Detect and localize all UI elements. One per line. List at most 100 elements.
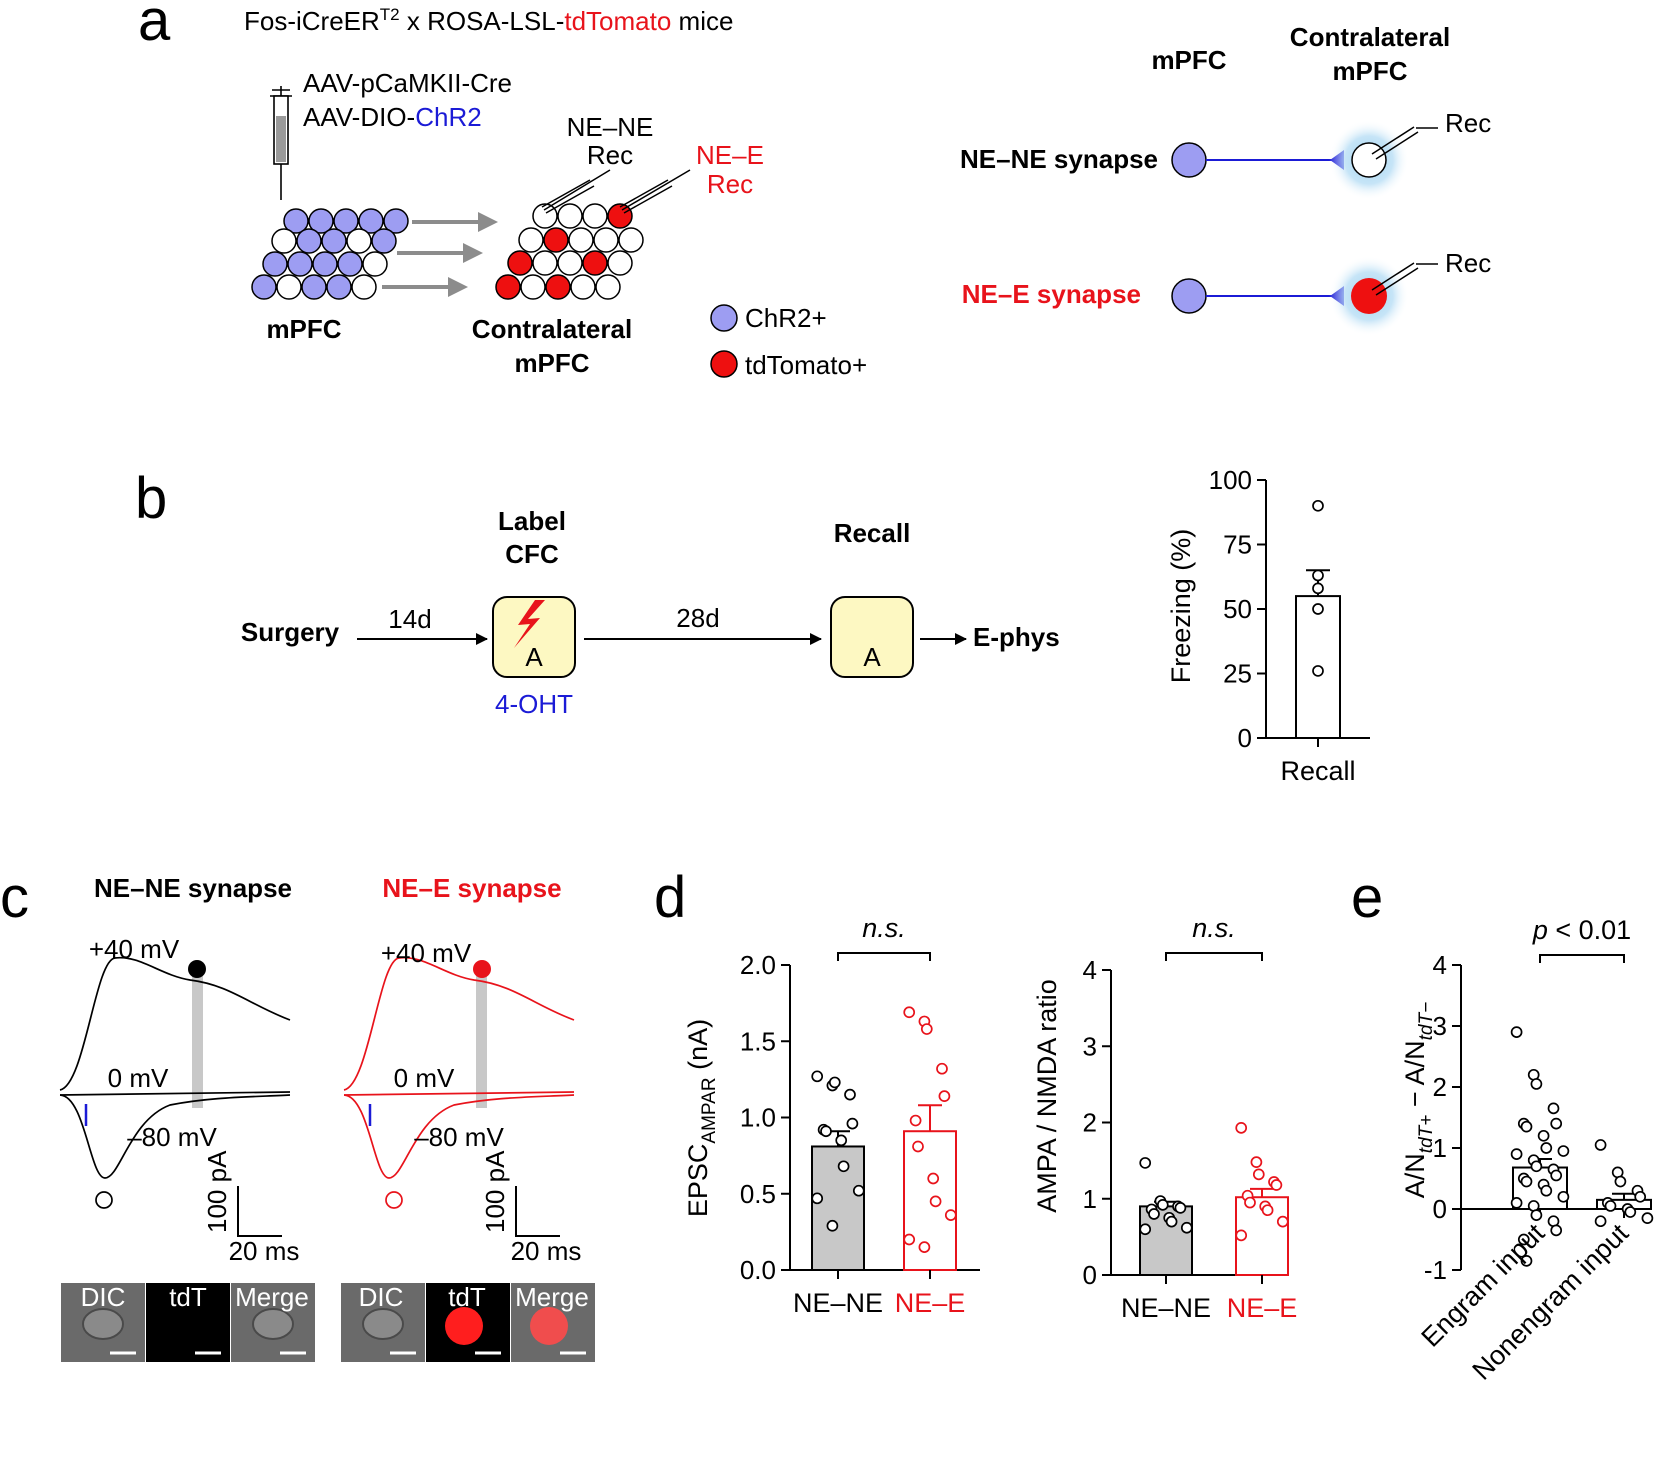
an_diff-data-point [1510, 1148, 1523, 1160]
an_diff-data-point [1520, 1120, 1533, 1133]
an_diff-data-point [1557, 1190, 1570, 1203]
context-a-2: A [863, 642, 881, 672]
an_diff-data-point [1510, 1026, 1523, 1038]
nee-trace-minus80 [343, 1094, 575, 1179]
ampa_nmda-category-label: NE–NE [1121, 1293, 1211, 1323]
an_diff-data-point [1520, 1254, 1533, 1267]
label-mpfc: mPFC [266, 314, 341, 344]
contralateral-cell-cluster [495, 203, 644, 300]
epsc-data-point [927, 1172, 940, 1185]
mpfc-cell [383, 208, 409, 234]
virus-1: AAV-pCaMKII-Cre [303, 68, 512, 98]
nene-trace-plus40 [59, 956, 291, 1091]
days-14: 14d [388, 604, 431, 634]
an_diff-sig-bracket [1539, 954, 1625, 963]
nene-synapse-label: NE–NE synapse [960, 144, 1158, 174]
nee-presyn-cell [1171, 278, 1207, 314]
freezing-data-point [1312, 569, 1324, 582]
nene-trace-title: NE–NE synapse [94, 873, 292, 903]
nene-trace-minus80 [59, 1094, 291, 1179]
legend-chr2-swatch [710, 304, 738, 332]
an_diff-category-label: Nonengram input [1467, 1218, 1635, 1386]
mpfc-cell [358, 208, 384, 234]
mpfc-cell [346, 228, 372, 254]
ampa_nmda-data-point [1270, 1179, 1283, 1191]
img-label-tdt-1: tdT [169, 1282, 207, 1312]
nene-right-electrode [1371, 126, 1438, 160]
ampa_nmda-data-point [1250, 1156, 1263, 1169]
scalebar-1-y: 100 pA [202, 1150, 232, 1233]
mpfc-cell [351, 274, 377, 300]
an_diff-data-point [1547, 1102, 1560, 1115]
an_diff-data-point [1510, 1197, 1523, 1209]
ampa_nmda-data-point [1139, 1223, 1152, 1236]
an_diff-data-point [1614, 1175, 1627, 1188]
freezing-data-point [1312, 582, 1324, 595]
contra-cell [520, 274, 546, 300]
epsc-data-point [844, 1088, 856, 1101]
an_diff-data-point [1594, 1139, 1607, 1151]
epsc-data-point [837, 1160, 850, 1173]
scalebar-2 [515, 1186, 560, 1237]
mpfc-cell [262, 251, 288, 277]
freezing-ytick-label: 25 [1223, 659, 1252, 689]
ampa_nmda-sig-bracket [1165, 952, 1263, 961]
img-label-dic-2: DIC [359, 1282, 404, 1312]
an_diff-data-point [1540, 1142, 1553, 1154]
rec-nee-label-1: NE–E [696, 140, 764, 170]
epsc-sig-label: n.s. [862, 913, 906, 943]
ampa_nmda-data-point [1165, 1215, 1178, 1228]
ampa-ylabel: AMPA / NMDA ratio [1032, 979, 1062, 1213]
image-labels: DIC tdT Merge DIC tdT Merge [81, 1282, 589, 1312]
syringe-icon [270, 86, 292, 200]
an_diff-data-point [1641, 1212, 1654, 1225]
ampa_nmda-data-point [1276, 1215, 1289, 1228]
epsc-ytick-label: 1.5 [740, 1026, 776, 1056]
img-label-merge-1: Merge [235, 1282, 309, 1312]
label-cfc-1: Label [498, 506, 566, 536]
contra-cell [507, 250, 533, 276]
ampa_nmda-data-point [1174, 1202, 1187, 1214]
surgery-label: Surgery [241, 617, 340, 647]
mpfc-cell [326, 274, 352, 300]
nee-nmda-marker [473, 960, 491, 978]
legend-chr2: ChR2+ [745, 303, 827, 333]
ampa_nmda-data-point [1235, 1229, 1248, 1242]
mpfc-cell [276, 274, 302, 300]
epsc-data-point [909, 1114, 922, 1127]
an_diff-data-point [1604, 1200, 1617, 1212]
an_diff-data-point [1530, 1160, 1543, 1173]
epsc-data-point [920, 1023, 933, 1035]
an_diff-data-point [1520, 1175, 1533, 1188]
nee-window [476, 968, 487, 1108]
scalebar-2-x: 20 ms [511, 1236, 582, 1266]
an_diff-ytick-label: 3 [1433, 1011, 1447, 1041]
epsc-category-label: NE–E [895, 1288, 966, 1318]
contra-cell [568, 227, 594, 253]
epsc-data-point [912, 1140, 924, 1153]
epsc-data-point [811, 1070, 824, 1083]
epsc-ytick-label: 0.5 [740, 1179, 776, 1209]
label-contralateral-2: mPFC [514, 348, 589, 378]
nene-ampa-marker [95, 1191, 113, 1209]
mpfc-cell [251, 274, 277, 300]
nene-presyn-cell [1171, 142, 1207, 178]
nee-synapse-label: NE–E synapse [962, 279, 1141, 309]
scalebar-2-y: 100 pA [480, 1150, 510, 1233]
an_diff-data-point [1550, 1224, 1563, 1237]
panel-label-c: c [0, 865, 29, 930]
legend-tdtomato: tdTomato+ [745, 350, 867, 380]
an_diff-data-point [1550, 1117, 1563, 1130]
days-28: 28d [676, 603, 719, 633]
epsc-category-label: NE–NE [793, 1288, 883, 1318]
contra-cell [570, 274, 596, 300]
an_diff-sig-label: p < 0.01 [1532, 915, 1631, 945]
ampa_nmda-data-point [1148, 1208, 1160, 1220]
mpfc-cell [337, 251, 363, 277]
epsc-data-point [828, 1076, 841, 1089]
rec-nene-label-1: NE–NE [567, 112, 654, 142]
epsc-data-point [918, 1241, 931, 1253]
nene-nmda-marker [188, 960, 206, 978]
